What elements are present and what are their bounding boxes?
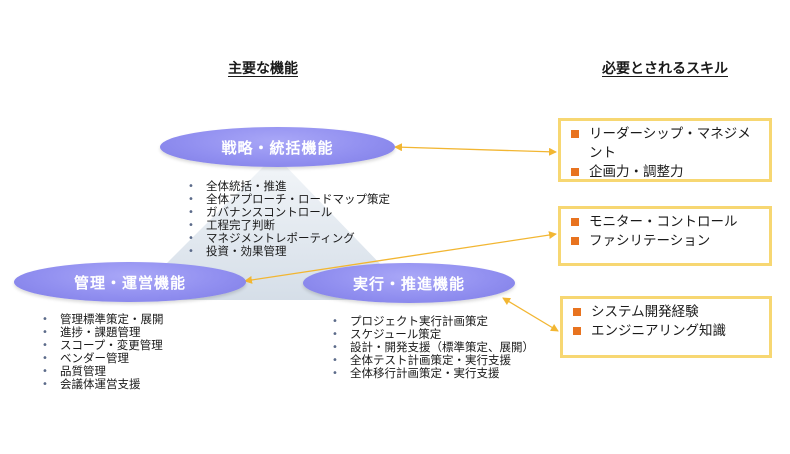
skill-item: エンジニアリング知識 [571, 322, 761, 341]
required-skills-heading: 必要とされるスキル [602, 61, 728, 77]
list-item: •管理標準策定・展開 [42, 312, 164, 326]
management-skill-arrow [244, 231, 557, 284]
bullet-dot-icon: • [188, 194, 194, 205]
orange-square-bullet-icon [571, 168, 579, 176]
orange-square-bullet-icon [571, 218, 579, 226]
bullet-dot-icon: • [42, 327, 48, 338]
strategy-function-label: 戦略・統括機能 [221, 138, 334, 157]
list-item: •スコープ・変更管理 [42, 338, 163, 352]
list-item: •ガバナンスコントロール [188, 205, 333, 219]
execution-function-list: •プロジェクト実行計画策定 •スケジュール策定 •設計・開発支援（標準策定、展開… [330, 315, 534, 380]
bullet-dot-icon: • [42, 340, 48, 351]
bullet-dot-icon: • [42, 379, 48, 390]
bullet-dot-icon: • [332, 316, 338, 327]
orange-square-bullet-icon [573, 308, 581, 316]
list-item: •全体テスト計画策定・実行支援 [332, 353, 511, 367]
bullet-dot-icon: • [332, 355, 338, 366]
bullet-dot-icon: • [42, 353, 48, 364]
bullet-dot-icon: • [332, 342, 338, 353]
bullet-dot-icon: • [42, 366, 48, 377]
strategy-function-ellipse: 戦略・統括機能 [160, 127, 395, 167]
list-item: •全体移行計画策定・実行支援 [332, 366, 500, 380]
list-item: •設計・開発支援（標準策定、展開） [332, 340, 534, 354]
bullet-dot-icon: • [332, 368, 338, 379]
list-item: •投資・効果管理 [188, 244, 287, 258]
list-item: •工程完了判断 [188, 218, 275, 232]
management-function-ellipse: 管理・運営機能 [14, 262, 246, 302]
strategy-function-list: •全体統括・推進 •全体アプローチ・ロードマップ策定 •ガバナンスコントロール … [186, 180, 390, 258]
execution-function-label: 実行・推進機能 [352, 274, 465, 293]
bullet-dot-icon: • [188, 207, 194, 218]
list-item: •品質管理 [42, 364, 106, 378]
bullet-dot-icon: • [188, 220, 194, 231]
orange-square-bullet-icon [573, 327, 581, 335]
strategy-skill-arrow [394, 143, 557, 156]
strategy-skills-box: リーダーシップ・マネジメント 企画力・調整力 [558, 118, 772, 182]
execution-skill-arrow [502, 297, 559, 332]
orange-square-bullet-icon [571, 130, 579, 138]
bullet-dot-icon: • [42, 314, 48, 325]
skill-item: リーダーシップ・マネジメント [569, 125, 761, 163]
bullet-dot-icon: • [188, 246, 194, 257]
main-functions-heading: 主要な機能 [228, 61, 298, 77]
list-item: •進捗・課題管理 [42, 325, 141, 339]
list-item: •プロジェクト実行計画策定 [332, 314, 488, 328]
skill-item: モニター・コントロール [569, 213, 761, 232]
list-item: •全体統括・推進 [188, 179, 287, 193]
skill-item: ファシリテーション [569, 232, 761, 251]
list-item: •全体アプローチ・ロードマップ策定 [188, 192, 390, 206]
skill-item: システム開発経験 [571, 303, 761, 322]
management-skills-box: モニター・コントロール ファシリテーション [558, 206, 772, 266]
bullet-dot-icon: • [332, 329, 338, 340]
list-item: •マネジメントレポーティング [188, 231, 355, 245]
execution-skills-box: システム開発経験 エンジニアリング知識 [560, 296, 772, 358]
list-item: •スケジュール策定 [332, 327, 442, 341]
list-item: •会議体運営支援 [42, 377, 141, 391]
orange-square-bullet-icon [571, 237, 579, 245]
list-item: •ベンダー管理 [42, 351, 129, 365]
skill-item: 企画力・調整力 [569, 163, 761, 182]
bullet-dot-icon: • [188, 181, 194, 192]
management-function-label: 管理・運営機能 [73, 273, 186, 292]
bullet-dot-icon: • [188, 233, 194, 244]
management-function-list: •管理標準策定・展開 •進捗・課題管理 •スコープ・変更管理 •ベンダー管理 •… [40, 313, 164, 391]
execution-function-ellipse: 実行・推進機能 [303, 263, 515, 303]
